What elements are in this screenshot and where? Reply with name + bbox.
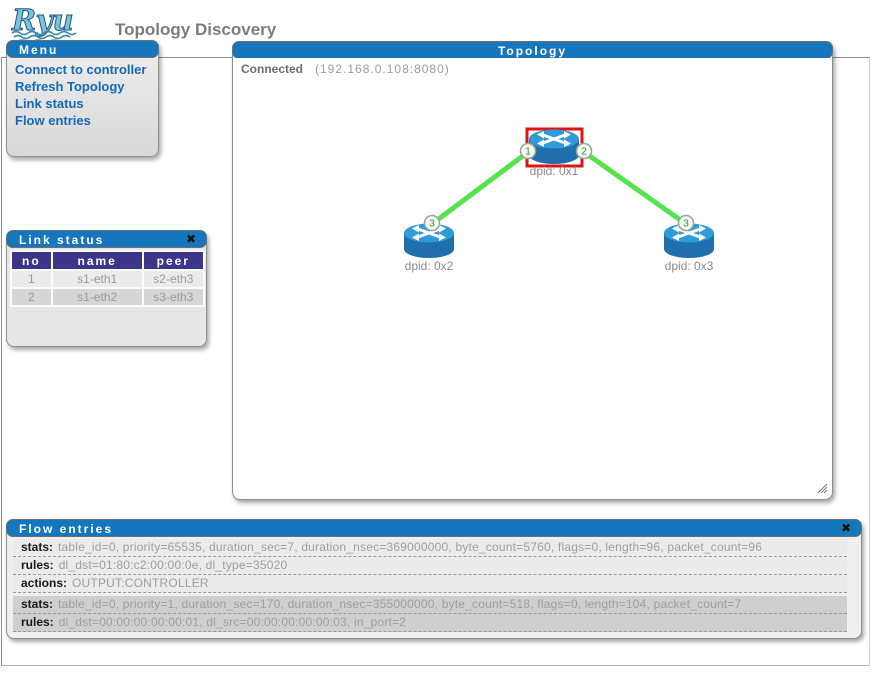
link-status-panel-header: Link status ✖ — [6, 230, 207, 248]
menu-panel-header: Menu — [6, 40, 159, 58]
flow-row-value: table_id=0, priority=1, duration_sec=170… — [58, 597, 742, 611]
port-badge: 3 — [677, 214, 695, 232]
switch-dpid-label: dpid: 0x1 — [530, 164, 579, 178]
ryu-logo: Ryu — [8, 3, 108, 48]
switch-dpid-label: dpid: 0x3 — [665, 259, 714, 273]
flow-actions-row: actions: OUTPUT:CONTROLLER — [13, 575, 847, 593]
flow-row-value: dl_dst=00:00:00:00:00:01, dl_src=00:00:0… — [58, 615, 407, 629]
flow-row-value: dl_dst=01:80:c2:00:00:0e, dl_type=35020 — [58, 558, 288, 572]
topology-links — [430, 149, 688, 227]
flow-row-value: OUTPUT:CONTROLLER — [72, 576, 209, 590]
port-number: 1 — [525, 147, 531, 158]
flow-rules-row: rules: dl_dst=01:80:c2:00:00:0e, dl_type=… — [13, 557, 847, 575]
close-icon[interactable]: ✖ — [840, 521, 851, 535]
flow-entries-body: stats: table_id=0, priority=65535, durati… — [7, 536, 861, 638]
link-status-body: no name peer 1 s1-eth1 s2-eth3 2 s1-eth2… — [7, 247, 206, 310]
column-header-peer: peer — [143, 252, 203, 269]
switch-dpid-0x1[interactable]: 1 2 dpid: 0x1 — [519, 128, 593, 179]
menu-list: Connect to controller Refresh Topology L… — [7, 57, 158, 129]
port-number: 2 — [581, 147, 587, 158]
switch-dpid-0x2[interactable]: 3 dpid: 0x2 — [402, 214, 456, 274]
flow-row-label: actions: — [21, 576, 68, 590]
port-badge: 2 — [575, 142, 593, 160]
flow-stats-row: stats: table_id=0, priority=1, duration_s… — [13, 596, 847, 614]
close-icon[interactable]: ✖ — [185, 232, 196, 246]
connection-status: Connected (192.168.0.108:8080) — [241, 62, 450, 76]
flow-entry: stats: table_id=0, priority=65535, durati… — [13, 539, 847, 593]
flow-entries-panel-header: Flow entries ✖ — [6, 519, 862, 537]
flow-entries-title: Flow entries — [19, 522, 114, 536]
menu-item-flow-entries[interactable]: Flow entries — [15, 113, 91, 128]
cell-no: 2 — [12, 289, 51, 305]
port-badge: 3 — [423, 214, 441, 232]
topology-panel: Topology Connected (192.168.0.108:8080) — [232, 41, 833, 500]
flow-entries-panel: Flow entries ✖ stats: table_id=0, priorit… — [6, 519, 862, 639]
column-header-name: name — [52, 252, 142, 269]
port-badge: 1 — [519, 142, 537, 160]
table-row: 2 s1-eth2 s3-eth3 — [12, 289, 203, 305]
link-s1-s3[interactable] — [582, 149, 688, 227]
flow-rules-row: rules: dl_dst=00:00:00:00:00:01, dl_src=0… — [13, 614, 847, 632]
link-status-table: no name peer 1 s1-eth1 s2-eth3 2 s1-eth2… — [10, 250, 205, 307]
cell-name: s1-eth2 — [52, 289, 142, 305]
cell-peer: s2-eth3 — [143, 271, 203, 287]
flow-row-label: rules: — [21, 558, 54, 572]
cell-peer: s3-eth3 — [143, 289, 203, 305]
table-header-row: no name peer — [12, 252, 203, 269]
port-number: 3 — [683, 219, 689, 230]
menu-item-refresh-topology[interactable]: Refresh Topology — [15, 79, 125, 94]
flow-row-value: table_id=0, priority=65535, duration_sec… — [58, 540, 763, 554]
menu-panel: Menu Connect to controller Refresh Topol… — [6, 40, 159, 157]
topology-panel-header: Topology — [232, 41, 833, 59]
switch-dpid-0x3[interactable]: 3 dpid: 0x3 — [662, 214, 716, 274]
flow-row-label: stats: — [21, 597, 54, 611]
flow-stats-row: stats: table_id=0, priority=65535, durati… — [13, 539, 847, 557]
column-header-no: no — [12, 252, 51, 269]
connection-status-label: Connected — [241, 62, 304, 76]
menu-item-link-status[interactable]: Link status — [15, 96, 84, 111]
topology-canvas[interactable]: Connected (192.168.0.108:8080) — [233, 58, 832, 498]
link-status-title: Link status — [19, 233, 105, 247]
link-s1-s2[interactable] — [430, 150, 530, 226]
topology-graph: 1 2 dpid: 0x1 3 dpid: 0x2 — [402, 127, 716, 274]
table-row: 1 s1-eth1 s2-eth3 — [12, 271, 203, 287]
cell-no: 1 — [12, 271, 51, 287]
resize-grip-icon[interactable] — [816, 482, 828, 494]
flow-row-label: rules: — [21, 615, 54, 629]
ryu-logo-icon: Ryu — [11, 3, 77, 44]
switch-dpid-label: dpid: 0x2 — [405, 259, 454, 273]
menu-item-connect-to-controller[interactable]: Connect to controller — [15, 62, 147, 77]
page-title: Topology Discovery — [115, 20, 277, 39]
flow-entry: stats: table_id=0, priority=1, duration_s… — [13, 596, 847, 632]
flow-row-label: stats: — [21, 540, 54, 554]
port-number: 3 — [429, 219, 435, 230]
cell-name: s1-eth1 — [52, 271, 142, 287]
link-status-panel: Link status ✖ no name peer 1 s1-eth1 s2-… — [6, 230, 207, 347]
controller-address: (192.168.0.108:8080) — [315, 62, 450, 76]
